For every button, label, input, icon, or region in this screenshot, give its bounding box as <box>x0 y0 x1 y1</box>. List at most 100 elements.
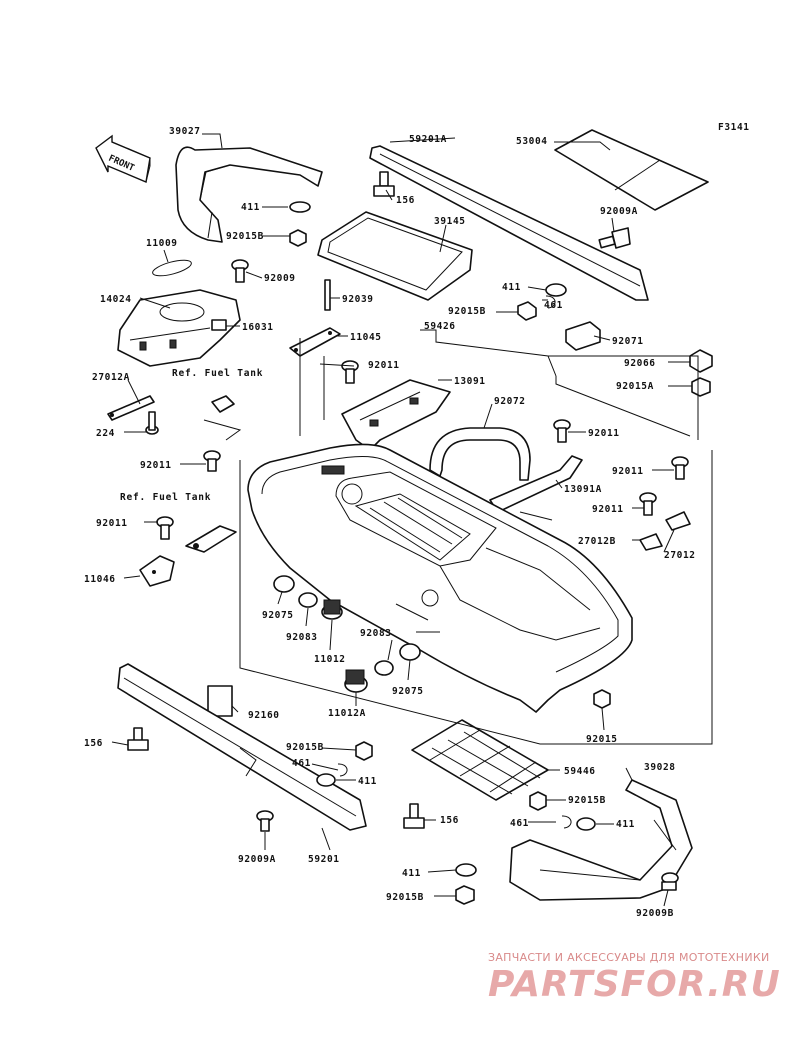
grab-handle-39027 <box>175 146 323 243</box>
callout-92011: 92011 <box>368 360 400 371</box>
callout-92072: 92072 <box>494 396 526 407</box>
callout-92011: 92011 <box>612 466 644 477</box>
callout-39028: 39028 <box>644 762 676 773</box>
callout-461: 461 <box>292 758 311 769</box>
callout-11012: 11012 <box>314 654 346 665</box>
clip-461-b <box>337 763 348 777</box>
plug-92075-a <box>273 575 295 593</box>
block-92071 <box>565 321 601 351</box>
leader-lines <box>111 133 713 907</box>
bolt-92011-c <box>671 456 689 480</box>
callout-156: 156 <box>440 815 459 826</box>
nut-92015B-c <box>355 741 373 761</box>
callout-92071: 92071 <box>612 336 644 347</box>
callout-411: 411 <box>402 868 421 879</box>
washer-411-d <box>576 817 596 831</box>
figure-code: F3141 <box>718 122 750 133</box>
callout-92011: 92011 <box>140 460 172 471</box>
bolt-92009A <box>598 227 631 249</box>
callout-27012B: 27012B <box>578 536 616 547</box>
callout-92075: 92075 <box>262 610 294 621</box>
pad-92160 <box>207 685 233 717</box>
bolt-92009 <box>231 259 249 283</box>
stud-92039 <box>324 279 331 311</box>
callout-11045: 11045 <box>350 332 382 343</box>
washer-411-a <box>289 201 311 213</box>
callout-92083: 92083 <box>360 628 392 639</box>
callout-92015B: 92015B <box>568 795 606 806</box>
bolt-92011-a <box>341 360 359 384</box>
clip-27012B <box>639 533 663 551</box>
callout-92011: 92011 <box>592 504 624 515</box>
ring-92083-a <box>298 592 318 608</box>
watermark-brand: PARTSFOR.RU <box>488 964 781 1005</box>
nut-92015 <box>593 689 611 709</box>
cap-11012A <box>344 669 368 693</box>
front-arrow-icon: FRONT <box>95 134 151 183</box>
callout-92015: 92015 <box>586 734 618 745</box>
rail-59201A <box>369 145 649 301</box>
callout-39027: 39027 <box>169 126 201 137</box>
grate-59446 <box>411 719 549 801</box>
bolt-92011-f <box>156 516 174 540</box>
gasket-11009 <box>152 259 192 277</box>
callout-411: 411 <box>358 776 377 787</box>
callout-59446: 59446 <box>564 766 596 777</box>
callout-92011: 92011 <box>588 428 620 439</box>
callout-53004: 53004 <box>516 136 548 147</box>
washer-411-e <box>455 863 477 877</box>
callout-92011: 92011 <box>96 518 128 529</box>
callout-411: 411 <box>502 282 521 293</box>
callout-92009A: 92009A <box>600 206 638 217</box>
bracket-13091 <box>341 379 451 451</box>
ref-note-fuel-tank-1: Ref. Fuel Tank <box>172 368 263 379</box>
callout-11012A: 11012A <box>328 708 366 719</box>
nut-92015B-d <box>529 791 547 811</box>
clip-461-a <box>545 295 556 309</box>
callout-13091: 13091 <box>454 376 486 387</box>
ring-92083-b <box>374 660 394 676</box>
part-16031 <box>211 319 227 331</box>
bolt-92009B <box>661 872 679 891</box>
bolt-92011-b <box>553 419 571 443</box>
nut-92015B-e <box>455 885 475 905</box>
callout-92075: 92075 <box>392 686 424 697</box>
callout-27012A: 27012A <box>92 372 130 383</box>
callout-461: 461 <box>544 300 563 311</box>
callout-92015A: 92015A <box>616 381 654 392</box>
washer-411-b <box>545 283 567 297</box>
clip-27012 <box>665 511 691 531</box>
callout-59426: 59426 <box>424 321 456 332</box>
plug-92075-b <box>399 643 421 661</box>
callout-39145: 39145 <box>434 216 466 227</box>
callout-156: 156 <box>396 195 415 206</box>
callout-13091A: 13091A <box>564 484 602 495</box>
bolt-92009A-lower <box>256 810 274 832</box>
fuel-tank-fitting-b <box>185 525 237 553</box>
callout-14024: 14024 <box>100 294 132 305</box>
cover-14024 <box>117 289 241 367</box>
grab-handle-39028 <box>509 779 693 901</box>
callout-92009B: 92009B <box>636 908 674 919</box>
callout-92160: 92160 <box>248 710 280 721</box>
callout-92083: 92083 <box>286 632 318 643</box>
callout-59201A: 59201A <box>409 134 447 145</box>
callout-11046: 11046 <box>84 574 116 585</box>
rail-59201 <box>117 663 367 831</box>
watermark-tagline: ЗАПЧАСТИ И АКСЕССУАРЫ ДЛЯ МОТОТЕХНИКИ <box>488 951 770 964</box>
bracket-11046 <box>139 555 175 587</box>
fuel-tank-fitting-a <box>203 395 242 441</box>
bolt-156-left <box>127 727 149 751</box>
callout-411: 411 <box>616 819 635 830</box>
cap-92066 <box>689 349 713 373</box>
strap-92072 <box>429 427 531 481</box>
bracket-11045 <box>289 327 341 357</box>
callout-16031: 16031 <box>242 322 274 333</box>
callout-92015B: 92015B <box>448 306 486 317</box>
callout-92066: 92066 <box>624 358 656 369</box>
callout-92009: 92009 <box>264 273 296 284</box>
callout-59201: 59201 <box>308 854 340 865</box>
callout-92015B: 92015B <box>226 231 264 242</box>
hull-body <box>247 443 633 713</box>
mat-53004 <box>554 129 709 211</box>
